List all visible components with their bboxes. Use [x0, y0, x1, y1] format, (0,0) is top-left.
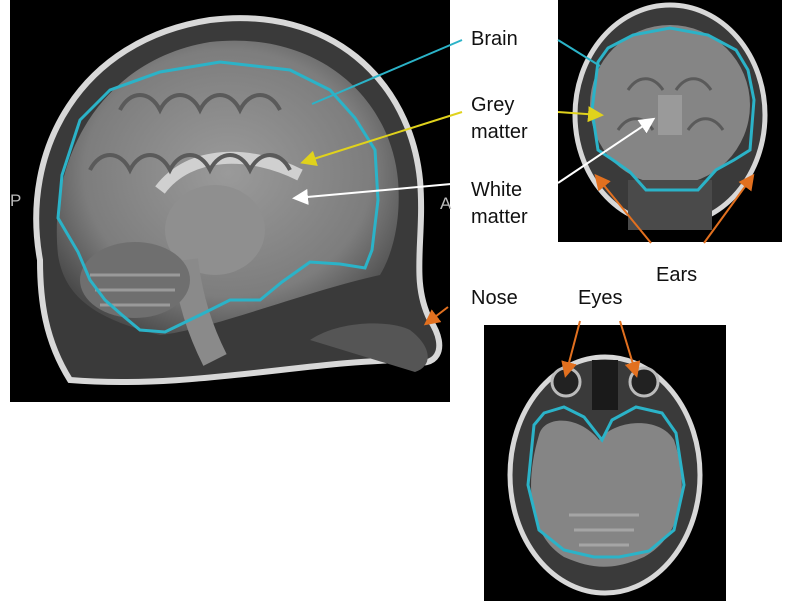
white-matter-label-line1: White: [471, 177, 522, 204]
nose-label: Nose: [471, 285, 518, 312]
left-ear-arrow: [597, 177, 651, 243]
grey-matter-label-line2: matter: [471, 119, 528, 146]
white-matter-arrow: [296, 183, 462, 198]
left-eye-arrow: [566, 321, 580, 374]
ears-label: Ears: [656, 262, 697, 289]
right-ear-arrow: [704, 177, 752, 243]
grey-matter-label-line1: Grey: [471, 92, 514, 119]
nose-arrow: [427, 307, 448, 323]
eyes-label: Eyes: [578, 285, 622, 312]
brain-label: Brain: [471, 26, 518, 53]
right-eye-arrow: [620, 321, 636, 374]
white-matter-label-line2: matter: [471, 204, 528, 231]
white-matter-arrow-coronal: [558, 120, 652, 183]
grey-matter-arrow-coronal: [558, 112, 600, 115]
grey-matter-arrow: [304, 112, 462, 162]
brain-pointer-line: [312, 40, 462, 104]
brain-pointer-line-coronal: [558, 40, 600, 66]
